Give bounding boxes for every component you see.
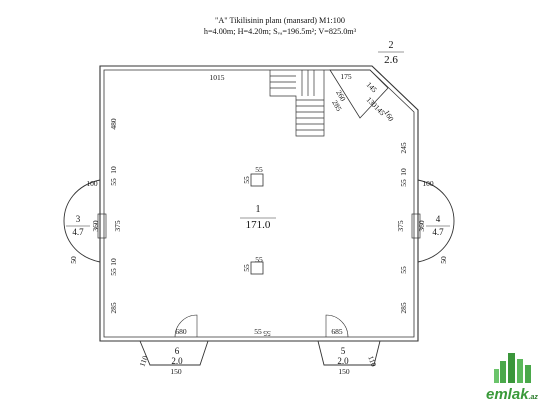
room-1-number: 1 bbox=[256, 204, 261, 215]
dim-column-2: 55 bbox=[255, 255, 263, 264]
room-2-number: 2 bbox=[389, 40, 394, 51]
room-3-number: 3 bbox=[76, 214, 81, 224]
building-icon bbox=[494, 353, 531, 383]
bay-window-3 bbox=[63, 179, 101, 263]
dim-left-480: 480 bbox=[109, 118, 118, 130]
dim-bay6-150: 150 bbox=[170, 367, 182, 376]
dim-right-245: 245 bbox=[399, 142, 408, 154]
dim-left-285: 285 bbox=[109, 302, 118, 314]
door-arc-bottom-left bbox=[174, 314, 198, 338]
room-6-number: 6 bbox=[175, 346, 180, 356]
room-4-number: 4 bbox=[436, 214, 441, 224]
dim-bay3-100: 100 bbox=[86, 179, 98, 188]
dim-bay3-50: 50 bbox=[69, 256, 78, 264]
dim-bay5-150: 150 bbox=[338, 367, 350, 376]
dim-left-360: 360 bbox=[91, 220, 100, 232]
bay-window-4 bbox=[417, 179, 455, 263]
dim-right-55b: 55 bbox=[399, 266, 408, 274]
room-3-area: 4.7 bbox=[72, 227, 84, 237]
dim-right-375: 375 bbox=[396, 220, 405, 232]
window-left bbox=[97, 213, 107, 239]
room-5-number: 5 bbox=[341, 346, 346, 356]
dim-bottom-55: 55 bbox=[254, 327, 262, 336]
dim-column-1-side: 55 bbox=[242, 176, 251, 184]
outer-wall-outer bbox=[99, 65, 419, 342]
room-6-area: 2.0 bbox=[171, 356, 183, 366]
staircase bbox=[269, 70, 325, 137]
dim-left-55a: 55 bbox=[109, 178, 118, 186]
logo-suffix: .az bbox=[528, 394, 538, 401]
outer-wall-inner bbox=[103, 69, 415, 338]
dim-bay4-50: 50 bbox=[439, 256, 448, 264]
dim-bay4-100: 100 bbox=[422, 179, 434, 188]
dim-right-55a: 55 bbox=[399, 179, 408, 187]
room-5-area: 2.0 bbox=[337, 356, 349, 366]
door-arc-bottom-right bbox=[325, 314, 349, 338]
room-2-area: 2.6 bbox=[384, 54, 398, 66]
dim-column-1: 55 bbox=[255, 165, 263, 174]
dim-left-55b: 55 bbox=[109, 268, 118, 276]
dim-left-375: 375 bbox=[113, 220, 122, 232]
dim-right-10a: 10 bbox=[399, 168, 408, 176]
dim-bottom-680: 680 bbox=[175, 327, 187, 336]
dim-bottom-685: 685 bbox=[331, 327, 343, 336]
column-1 bbox=[250, 173, 264, 187]
plan-title: "A" Tikilisinin planı (mansard) M1:100 bbox=[215, 16, 345, 25]
emlak-logo: emlak.az bbox=[486, 347, 550, 403]
dim-left-10b: 10 bbox=[109, 258, 118, 266]
dim-corner-145: 145 bbox=[365, 80, 379, 94]
bay-window-6 bbox=[139, 340, 209, 366]
column-2 bbox=[250, 261, 264, 275]
dim-left-10a: 10 bbox=[109, 166, 118, 174]
dim-column-2-side: 55 bbox=[242, 264, 251, 272]
bay-window-5 bbox=[317, 340, 381, 366]
window-right bbox=[411, 213, 421, 239]
dim-right-285: 285 bbox=[399, 302, 408, 314]
dim-right-360: 360 bbox=[417, 220, 426, 232]
plan-subtitle: h=4.00m; H=4.20m; Sᵥₐ=196.5m²; V=825.0m³ bbox=[203, 27, 357, 36]
dim-bay5-110: 110 bbox=[366, 354, 378, 368]
dim-bottom-55b: 55 bbox=[263, 329, 271, 338]
room-1-area: 171.0 bbox=[246, 219, 271, 231]
dim-bay6-110: 110 bbox=[138, 354, 150, 368]
room-4-area: 4.7 bbox=[432, 227, 444, 237]
corner-room-wall bbox=[329, 69, 389, 119]
logo-word: emlak bbox=[486, 386, 529, 403]
dim-top: 1015 bbox=[210, 73, 225, 82]
dim-stair-top: 175 bbox=[340, 72, 352, 81]
